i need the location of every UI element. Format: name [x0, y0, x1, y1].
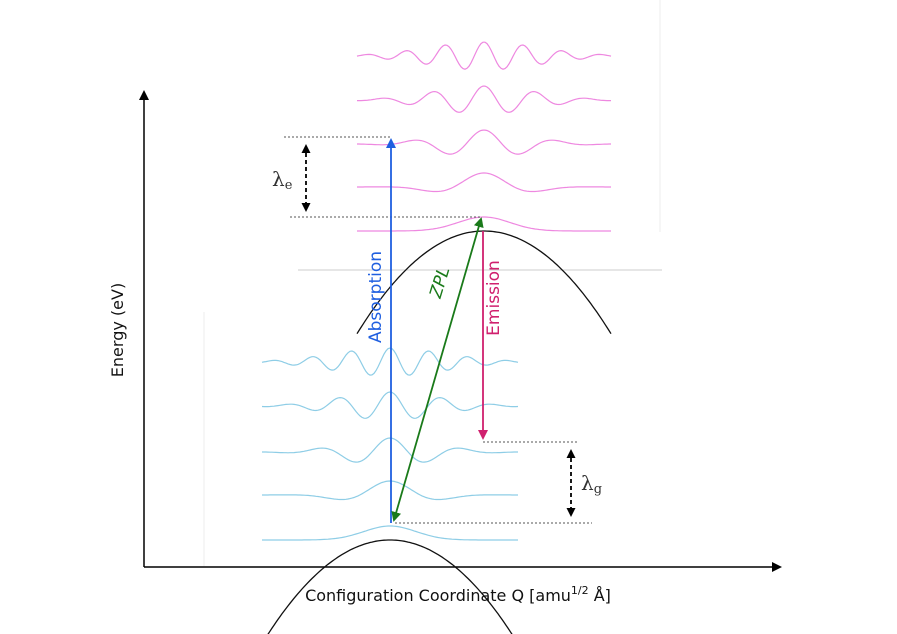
zpl-arrow: [391, 217, 484, 522]
ground-state-parabola: [267, 539, 513, 634]
ground-wave-0: [262, 525, 518, 541]
excited-state-wavefunctions: [356, 41, 612, 232]
x-axis-label: Configuration Coordinate Q [amu1/2 Å]: [305, 584, 611, 605]
ground-wave-4: [261, 347, 519, 376]
ground-wave-1: [262, 480, 518, 501]
excited-wave-0: [357, 216, 611, 232]
excited-wave-4: [356, 41, 612, 70]
lambda-e-label: λe: [272, 167, 293, 193]
lambda-g-label: λg: [581, 471, 602, 497]
ground-state-wavefunctions: [261, 347, 519, 541]
ground-wave-3: [261, 391, 519, 419]
emission-label: Emission: [484, 260, 504, 336]
excited-wave-2: [357, 129, 611, 155]
y-axis-label: Energy (eV): [108, 283, 127, 377]
excited-wave-1: [357, 172, 611, 193]
ground-wave-2: [262, 437, 518, 463]
excited-wave-3: [357, 85, 611, 113]
absorption-label: Absorption: [366, 251, 386, 343]
